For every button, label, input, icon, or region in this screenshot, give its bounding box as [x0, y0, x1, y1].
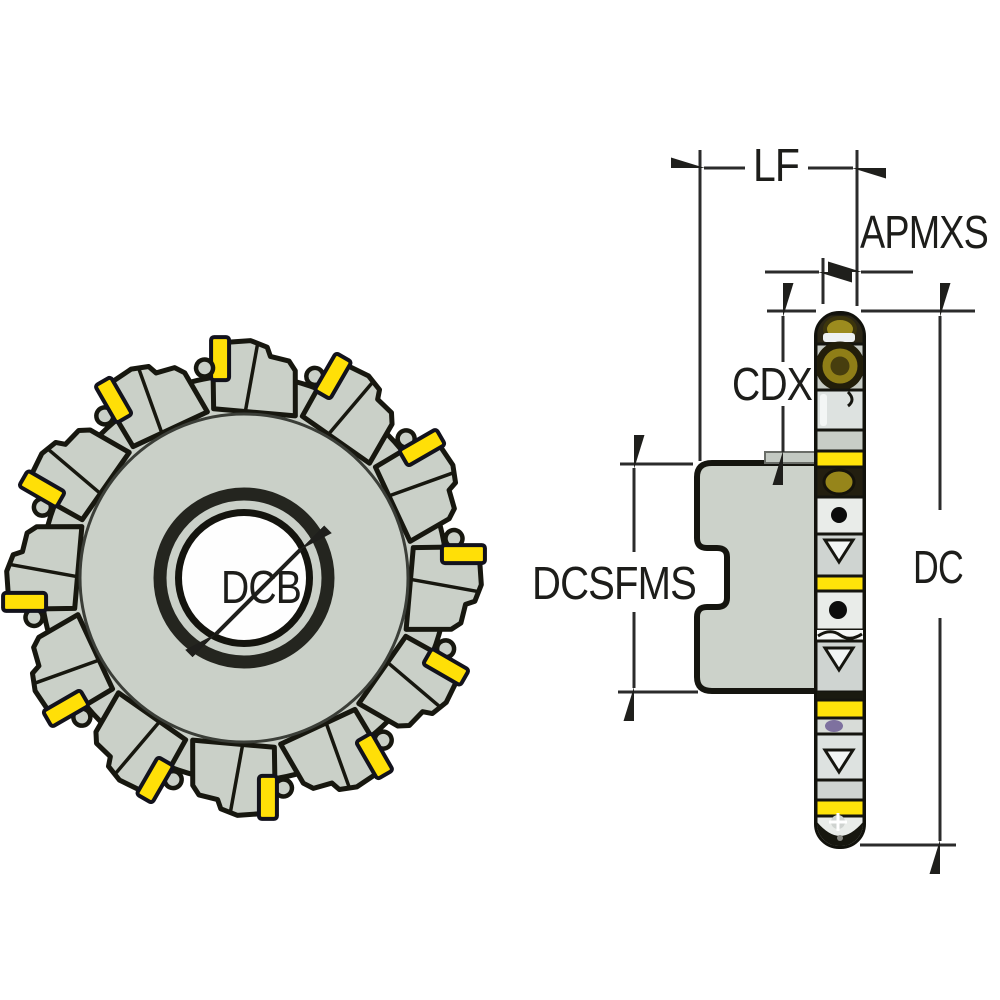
dimension-lines: [618, 150, 975, 845]
dimension-cdx: [767, 311, 816, 452]
apmxs-label: APMXS: [860, 206, 988, 258]
dimension-dc: [860, 311, 975, 845]
clamp-screw: [829, 601, 847, 619]
cdx-label: CDX: [732, 358, 812, 410]
hub-face-circle: [78, 412, 410, 744]
mounting-hub: [694, 460, 825, 694]
dcsfms-label: DCSFMS: [532, 557, 696, 609]
dimension-dcsfms: [618, 464, 698, 692]
dcb-diameter-arrow: [216, 549, 301, 634]
dc-label: DC: [913, 541, 963, 593]
side-view: [694, 311, 866, 849]
dimension-apmxs: [765, 258, 913, 304]
dimension-labels: LF APMXS CDX DCSFMS DC: [532, 139, 989, 609]
dimension-lf: [700, 150, 857, 461]
front-view: DCB: [2, 336, 487, 821]
dcb-label: DCB: [221, 561, 301, 613]
hub-top-tab: [764, 451, 819, 464]
disc-edge-profile: [814, 311, 866, 849]
lf-label: LF: [753, 139, 799, 191]
clamp-screw: [831, 507, 847, 523]
